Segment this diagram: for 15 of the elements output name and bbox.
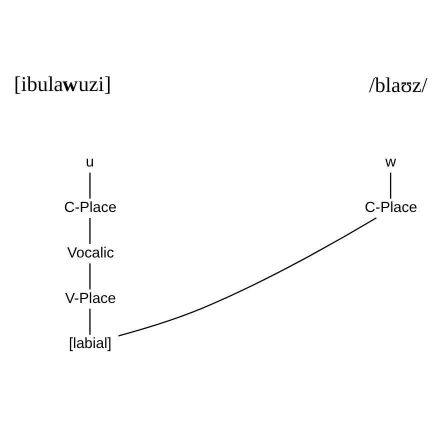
connector [390, 172, 392, 199]
node-text: w [385, 154, 396, 171]
node-text: V-Place [65, 290, 116, 307]
node-text: Vocalic [67, 245, 114, 262]
connector [118, 217, 377, 336]
connector [89, 263, 91, 290]
connector [89, 218, 91, 244]
connector [89, 172, 91, 199]
node-text: C-Place [64, 200, 117, 216]
label: /blaʊz/ [368, 73, 428, 98]
label: [ibulawuzi] [14, 72, 112, 96]
node-text: C-Place [364, 200, 418, 216]
node-text: [labial] [68, 336, 112, 352]
node-text: u [86, 154, 94, 171]
connector [89, 308, 91, 335]
